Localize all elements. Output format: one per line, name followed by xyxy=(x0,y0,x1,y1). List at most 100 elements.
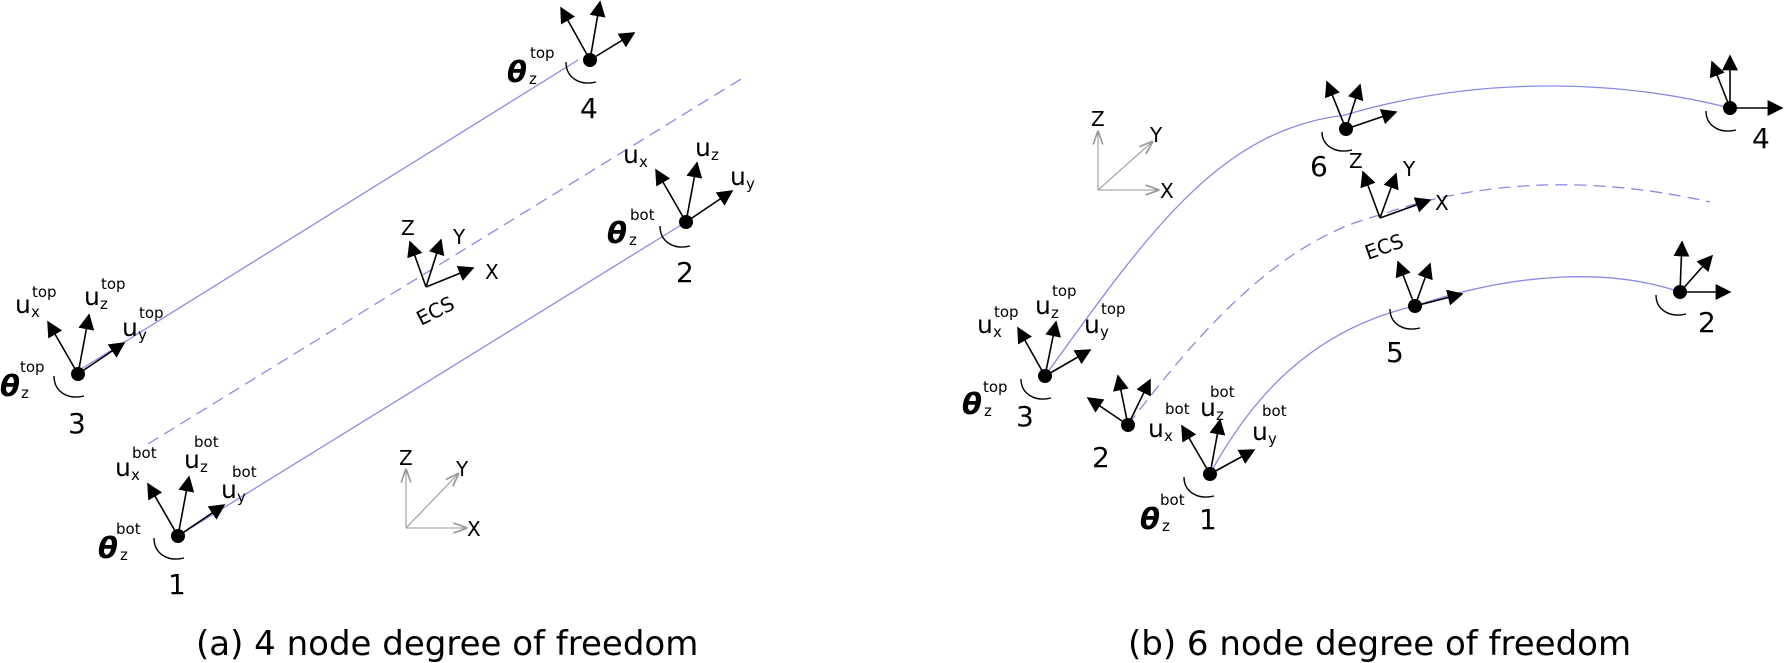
uz-label: u xyxy=(1200,393,1216,422)
sub-y: y xyxy=(138,326,147,344)
ecs-axes: Z Y X ECS xyxy=(1349,149,1449,265)
ux-label: u xyxy=(977,310,993,339)
caption-b: (b) 6 node degree of freedom xyxy=(1128,624,1631,663)
sup-top: top xyxy=(139,304,164,322)
beam-bottom-line xyxy=(177,221,687,537)
ecs-y-label: Y xyxy=(452,225,466,249)
sup-bot: bot xyxy=(1210,383,1235,401)
node-3-number: 3 xyxy=(68,407,86,440)
node-5-dof: 5 xyxy=(1386,260,1464,369)
sup-bot: bot xyxy=(132,444,157,462)
uz-label: u xyxy=(1035,291,1051,320)
global-axes: Z Y X xyxy=(1091,107,1174,203)
ecs-z-label: Z xyxy=(1349,149,1363,173)
theta-label: θ xyxy=(98,531,118,565)
sub-z: z xyxy=(1162,517,1170,535)
sup-top: top xyxy=(530,44,555,62)
node-2-dof: u x u z u y θ z bot 2 xyxy=(607,133,755,289)
sup-top: top xyxy=(1101,300,1126,318)
ux-label: u xyxy=(15,290,31,319)
panel-b: 6 4 Z Y X ECS Z Y X xyxy=(962,54,1784,663)
node-4-number: 4 xyxy=(1752,122,1770,155)
node-2-number: 2 xyxy=(676,256,694,289)
ecs-label: ECS xyxy=(412,291,458,330)
sub-x: x xyxy=(31,303,40,321)
beam-bottom-curve xyxy=(1209,276,1681,475)
uy-label: u xyxy=(221,475,237,504)
node-4-number: 4 xyxy=(580,92,598,125)
sub-z: z xyxy=(1216,406,1224,424)
node-6-dof: 6 xyxy=(1310,80,1398,183)
ecs-y-label: Y xyxy=(1402,157,1416,181)
node-2-right-dof: 2 xyxy=(1655,240,1732,339)
theta-label: θ xyxy=(507,55,527,89)
sub-z: z xyxy=(1051,304,1059,322)
ux-label: u xyxy=(115,453,131,482)
uy-label: u xyxy=(122,313,138,342)
sub-x: x xyxy=(993,323,1002,341)
sub-y: y xyxy=(1100,323,1109,341)
node-1-number: 1 xyxy=(1199,503,1217,536)
sub-x: x xyxy=(639,153,648,171)
node-4-dof: 4 xyxy=(1705,54,1784,155)
ux-label: u xyxy=(1148,414,1164,443)
uy-label: u xyxy=(1252,417,1268,446)
uy-label: u xyxy=(730,162,746,191)
sub-z: z xyxy=(200,458,208,476)
node-1-number: 1 xyxy=(168,568,186,601)
sup-top: top xyxy=(101,275,126,293)
node-3-dof: u x top u z top u y top θ z top 3 xyxy=(962,282,1126,433)
caption-a: (a) 4 node degree of freedom xyxy=(196,624,698,663)
ecs-x-label: X xyxy=(485,260,499,284)
sup-bot: bot xyxy=(116,520,141,538)
sup-bot: bot xyxy=(1165,400,1190,418)
theta-label: θ xyxy=(1140,502,1160,536)
sub-x: x xyxy=(131,466,140,484)
theta-label: θ xyxy=(962,387,982,421)
theta-label: θ xyxy=(607,216,627,250)
sub-z: z xyxy=(120,546,128,564)
node-1-dof: u x bot u z bot u y bot θ z bot 1 xyxy=(1140,383,1287,536)
beam-top-line xyxy=(77,59,579,372)
sup-bot: bot xyxy=(1262,402,1287,420)
sub-z: z xyxy=(21,384,29,402)
sub-z: z xyxy=(100,295,108,313)
beam-centerline-curve xyxy=(1127,184,1711,426)
node-2-number: 2 xyxy=(1698,306,1716,339)
uz-label: u xyxy=(695,133,711,162)
node-2-number: 2 xyxy=(1092,441,1110,474)
beam-top-curve xyxy=(1044,85,1731,377)
sub-z: z xyxy=(529,70,537,88)
ux-label: u xyxy=(623,140,639,169)
panel-a: θ z top 4 u x u z u y θ z bot 2 xyxy=(0,0,755,663)
theta-label: θ xyxy=(0,369,20,403)
global-y-label: Y xyxy=(455,457,469,481)
sup-bot: bot xyxy=(630,206,655,224)
uz-label: u xyxy=(84,282,100,311)
global-y-label: Y xyxy=(1149,123,1163,147)
sub-y: y xyxy=(1268,430,1277,448)
sub-z: z xyxy=(984,402,992,420)
sup-top: top xyxy=(983,378,1008,396)
uy-label: u xyxy=(1084,310,1100,339)
node-3-dof: u x top u z top u y top θ z top 3 xyxy=(0,275,164,440)
node-2-left-dof: 2 xyxy=(1086,374,1151,474)
node-6-number: 6 xyxy=(1310,150,1328,183)
node-3-number: 3 xyxy=(1016,400,1034,433)
sub-y: y xyxy=(746,175,755,193)
beam-centerline xyxy=(147,75,747,445)
sub-z: z xyxy=(711,146,719,164)
sub-x: x xyxy=(1164,427,1173,445)
sup-top: top xyxy=(1052,282,1077,300)
uz-label: u xyxy=(184,445,200,474)
ecs-axes: Z Y X ECS xyxy=(401,216,499,330)
sup-bot: bot xyxy=(232,463,257,481)
sup-bot: bot xyxy=(194,433,219,451)
global-x-label: X xyxy=(1160,179,1174,203)
node-4-dof: θ z top 4 xyxy=(507,0,636,125)
sup-top: top xyxy=(994,303,1019,321)
sup-bot: bot xyxy=(1160,491,1185,509)
ecs-x-label: X xyxy=(1435,191,1449,215)
sub-y: y xyxy=(237,488,246,506)
